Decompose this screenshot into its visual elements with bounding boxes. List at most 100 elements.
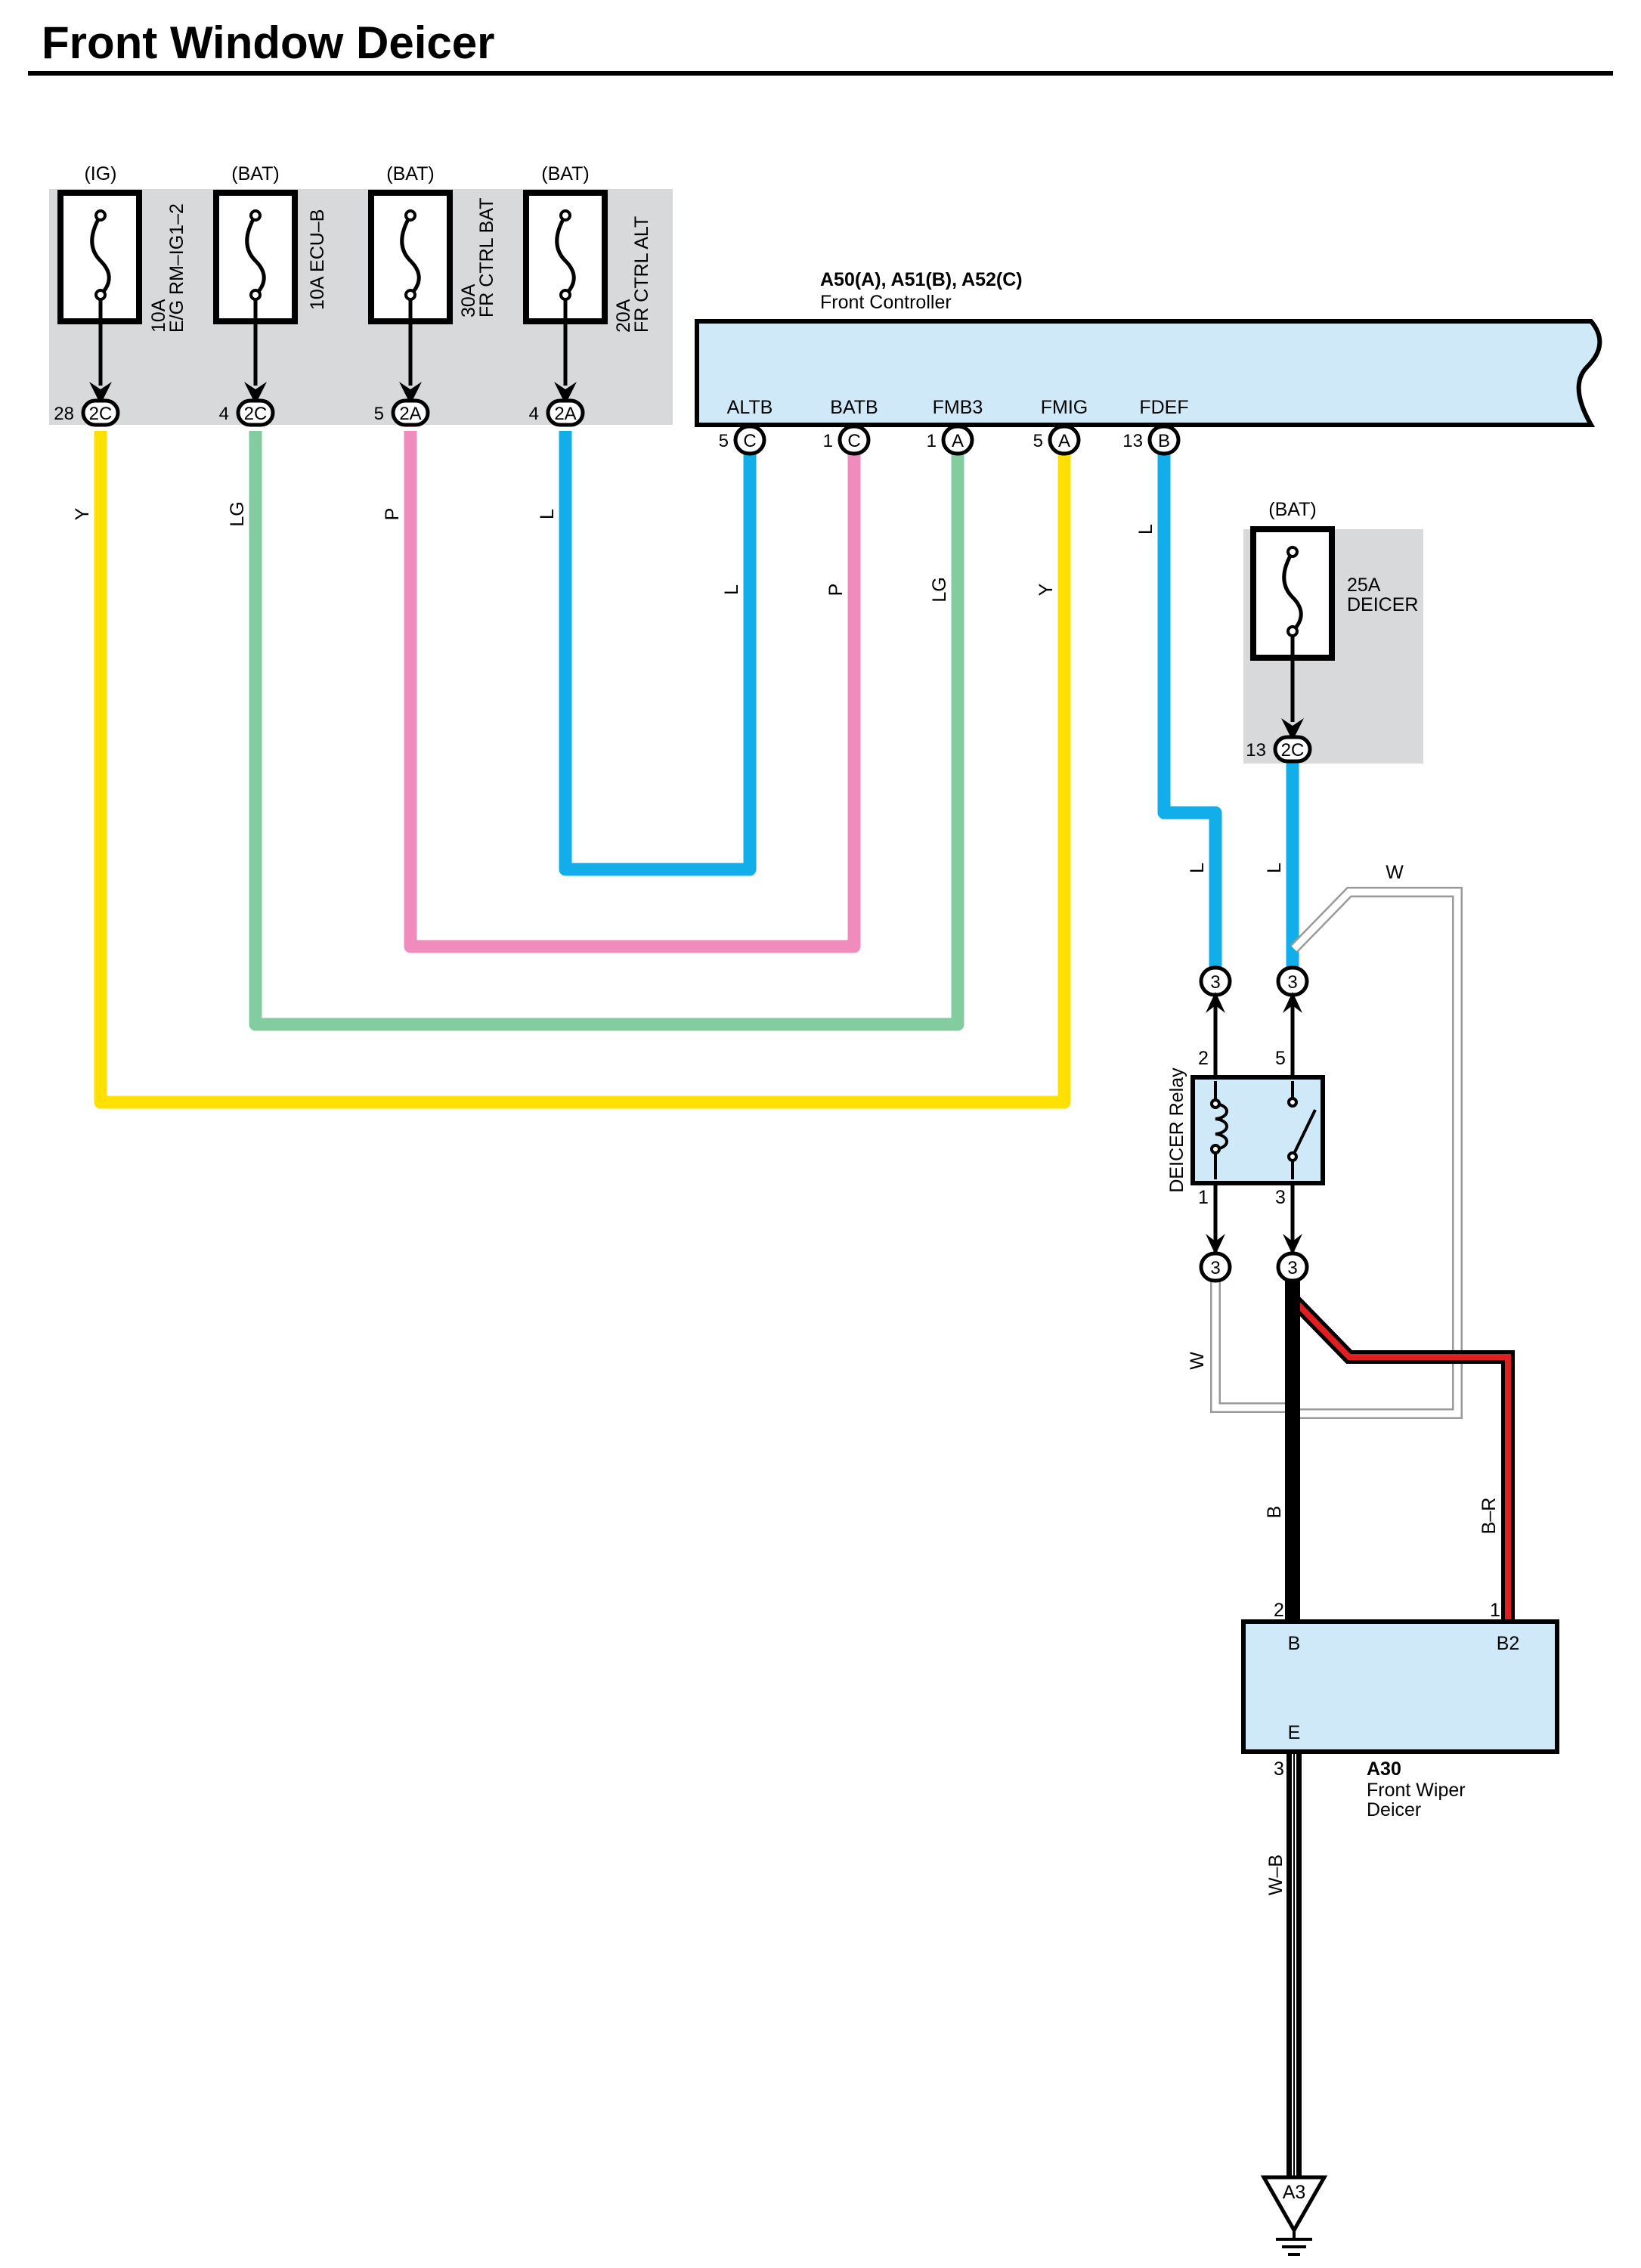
- terminal-batb-connector: C 1: [823, 424, 871, 456]
- front-controller-box: [695, 319, 1602, 427]
- svg-text:A: A: [1058, 431, 1070, 451]
- fuse-2-label: 10A ECU–B: [307, 209, 328, 310]
- wire-white-w-top: [1290, 887, 1463, 1419]
- fuse-5-supply: (BAT): [1268, 499, 1316, 520]
- page-title: Front Window Deicer: [42, 17, 495, 68]
- fuse-3-label: 30A FR CTRL BAT: [458, 198, 497, 318]
- relay-arrow-switch-top: [1283, 992, 1302, 1013]
- wire-label-y-2: Y: [1036, 583, 1057, 596]
- wiper-deicer-name-1: Front Wiper: [1367, 1780, 1466, 1801]
- terminal-fmig-connector: A 5: [1033, 424, 1081, 456]
- svg-text:4: 4: [219, 404, 229, 424]
- svg-text:1: 1: [823, 431, 833, 451]
- relay-connector-top-coil: 3: [1199, 965, 1232, 997]
- fuse-5: [1250, 526, 1335, 741]
- wire-label-p-2: P: [825, 584, 847, 596]
- relay-connector-bottom-switch: 3: [1276, 1251, 1309, 1283]
- fuse-1: [57, 190, 142, 404]
- svg-text:30A: 30A: [458, 284, 479, 318]
- svg-text:3: 3: [1287, 1258, 1297, 1278]
- svg-text:DEICER: DEICER: [1347, 594, 1418, 615]
- svg-text:13: 13: [1122, 431, 1143, 451]
- relay-pin-switch-top: 5: [1275, 1048, 1286, 1069]
- fuse-4: [523, 190, 608, 404]
- fuse-5-label: 25A DEICER: [1347, 575, 1418, 615]
- wire-blue-l-fdef: [1157, 454, 1222, 971]
- fuse-1-connector: 2C 28: [54, 398, 120, 427]
- relay-connector-top-switch: 3: [1276, 965, 1309, 997]
- ground-symbol: A3: [1260, 2175, 1328, 2256]
- svg-text:2A: 2A: [399, 404, 421, 424]
- wiper-deicer-pin-b: 2: [1274, 1600, 1284, 1621]
- wire-label-y-1: Y: [72, 507, 93, 520]
- wire-label-l-4: L: [1187, 863, 1208, 873]
- title-underline: [28, 71, 1613, 76]
- relay-switch-symbol: [1287, 1081, 1317, 1179]
- terminal-altb-label: ALTB: [727, 397, 773, 418]
- svg-text:1: 1: [927, 431, 937, 451]
- relay-pin-switch-bottom: 3: [1275, 1187, 1286, 1208]
- terminal-fdef-label: FDEF: [1139, 397, 1188, 418]
- svg-text:B: B: [1158, 431, 1170, 451]
- svg-text:3: 3: [1287, 972, 1297, 993]
- fuse-1-supply: (IG): [84, 163, 116, 184]
- svg-text:13: 13: [1246, 740, 1266, 761]
- wire-label-b-r: B–R: [1478, 1498, 1500, 1535]
- relay-coil-symbol: [1210, 1081, 1228, 1179]
- svg-text:10A: 10A: [148, 299, 169, 333]
- svg-text:5: 5: [1033, 431, 1043, 451]
- wiper-deicer-pin-b2: 1: [1490, 1600, 1500, 1621]
- front-controller-name: Front Controller: [820, 292, 952, 313]
- svg-text:20A: 20A: [613, 299, 634, 333]
- terminal-altb-connector: C 5: [719, 424, 766, 456]
- wire-yellow-y: [94, 431, 1071, 1109]
- fuse-3-connector: 2A 5: [374, 398, 430, 427]
- relay-body: [1190, 1075, 1325, 1185]
- wire-pink-p: [404, 431, 861, 953]
- relay-arrow-coil-bottom: [1206, 1234, 1225, 1255]
- terminal-fdef-connector: B 13: [1122, 424, 1181, 456]
- wiper-deicer-code: A30: [1367, 1758, 1401, 1780]
- wire-label-b: B: [1264, 1506, 1285, 1519]
- svg-text:2C: 2C: [1281, 740, 1305, 761]
- svg-text:10A ECU–B: 10A ECU–B: [307, 209, 328, 310]
- wire-light-green-lg: [249, 431, 964, 1031]
- terminal-fmig-label: FMIG: [1041, 397, 1088, 418]
- wiper-deicer-name-2: Deicer: [1367, 1799, 1421, 1820]
- svg-text:2C: 2C: [89, 404, 113, 424]
- wire-label-w-1: W: [1386, 862, 1404, 883]
- fuse-1-label: 10A E/G RM–IG1–2: [148, 203, 187, 333]
- wiper-deicer-pin-e: 3: [1274, 1758, 1284, 1780]
- svg-text:C: C: [743, 431, 756, 451]
- wiper-deicer-terminal-b: B: [1288, 1633, 1301, 1654]
- svg-text:A: A: [952, 431, 964, 451]
- svg-text:3: 3: [1210, 1258, 1220, 1278]
- fuse-3-supply: (BAT): [386, 163, 434, 184]
- fuse-2: [213, 190, 298, 404]
- relay-arrow-coil-top: [1206, 992, 1225, 1013]
- wiper-deicer-terminal-b2: B2: [1497, 1633, 1520, 1654]
- fuse-5-connector: 2C 13: [1246, 735, 1312, 764]
- svg-text:28: 28: [54, 404, 74, 424]
- relay-name: DEICER Relay: [1166, 1067, 1187, 1193]
- svg-text:FR CTRL BAT: FR CTRL BAT: [476, 198, 497, 318]
- svg-text:4: 4: [529, 404, 539, 424]
- fuse-4-supply: (BAT): [541, 163, 589, 184]
- svg-text:C: C: [847, 431, 860, 451]
- wire-label-w-b: W–B: [1265, 1854, 1286, 1895]
- wire-label-lg-1: LG: [227, 501, 248, 526]
- svg-text:FR CTRL ALT: FR CTRL ALT: [631, 216, 652, 333]
- svg-text:A3: A3: [1283, 2182, 1306, 2203]
- svg-text:3: 3: [1210, 972, 1220, 993]
- terminal-fmb3-label: FMB3: [933, 397, 983, 418]
- relay-pin-coil-bottom: 1: [1198, 1187, 1209, 1208]
- svg-text:25A: 25A: [1347, 575, 1381, 596]
- svg-text:E/G RM–IG1–2: E/G RM–IG1–2: [166, 203, 187, 333]
- relay-arrow-switch-bottom: [1283, 1234, 1302, 1255]
- fuse-3: [368, 190, 453, 404]
- wiper-deicer-box: [1241, 1619, 1559, 1754]
- wire-black-red-b-r: [1289, 1295, 1515, 1622]
- wiper-deicer-terminal-e: E: [1288, 1722, 1301, 1743]
- wire-label-l-5: L: [1264, 863, 1285, 873]
